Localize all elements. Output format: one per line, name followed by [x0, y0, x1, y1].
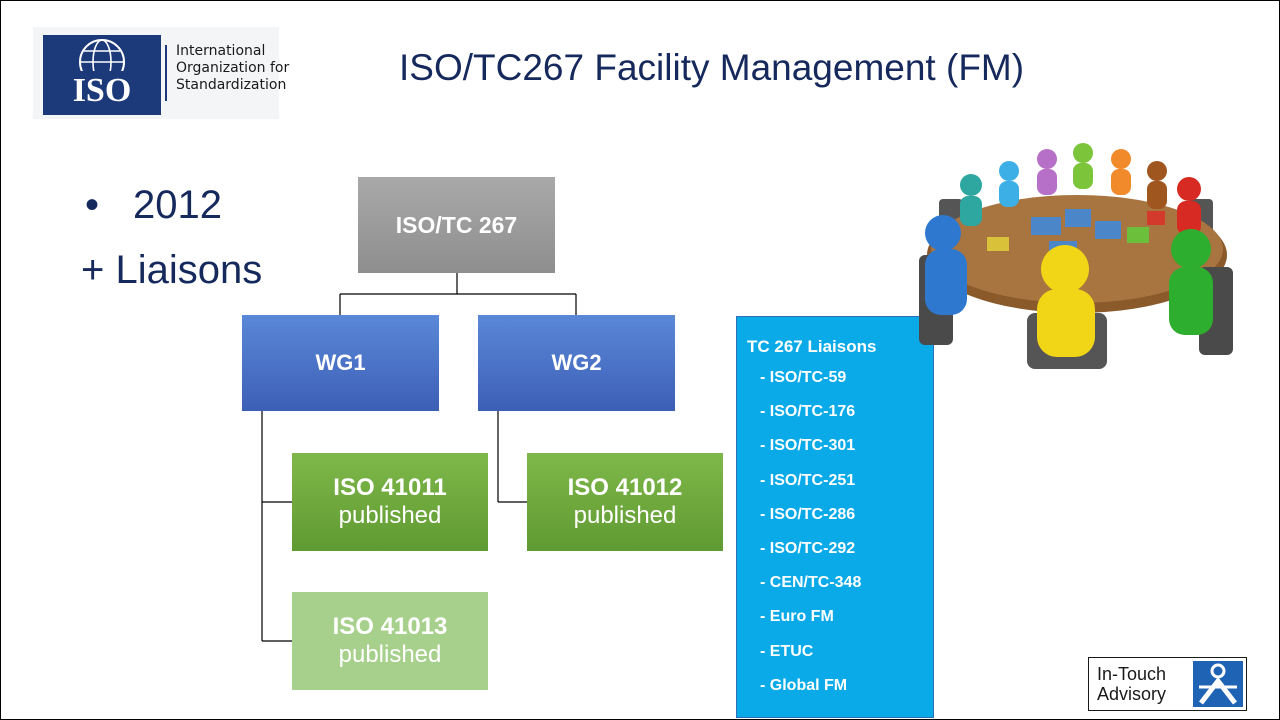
bullet-liaisons: + Liaisons — [81, 248, 263, 292]
iso-41013-status: published — [338, 641, 442, 668]
liaisons-box: TC 267 Liaisons - ISO/TC-59 - ISO/TC-176… — [736, 316, 934, 718]
wg1-label: WG1 — [315, 350, 366, 375]
wg2-box: WG2 — [478, 315, 675, 411]
bullet-symbol: • — [85, 183, 100, 227]
liaison-item: - ETUC — [760, 642, 814, 660]
advisory-figure-icon — [1193, 661, 1243, 707]
iso-41012-box: ISO 41012 published — [527, 453, 723, 551]
liaison-item: - ISO/TC-59 — [760, 369, 847, 386]
iso-41011-code: ISO 41011 — [333, 474, 447, 501]
wg2-label: WG2 — [551, 350, 602, 375]
iso-41012-code: ISO 41012 — [567, 474, 683, 501]
liaisons-heading: TC 267 Liaisons — [747, 337, 877, 356]
liaison-item: - Global FM — [760, 676, 848, 694]
bullet-year: • 2012 — [85, 183, 222, 228]
liaison-item: - ISO/TC-292 — [760, 539, 856, 557]
logo-line-3: Standardization — [176, 77, 287, 93]
liaisons-list: - ISO/TC-59 - ISO/TC-176 - ISO/TC-301 - … — [760, 369, 861, 711]
logo-text: International Organization for Standardi… — [176, 43, 289, 94]
badge-text: In-Touch Advisory — [1097, 664, 1166, 704]
liaison-item: - ISO/TC-251 — [760, 471, 856, 489]
liaison-item: - CEN/TC-348 — [760, 574, 862, 592]
badge-line-2: Advisory — [1097, 684, 1167, 704]
meeting-table-illustration — [919, 143, 1233, 369]
bullet-year-text: 2012 — [133, 183, 222, 227]
liaison-item: - ISO/TC-301 — [760, 437, 856, 455]
logo-line-2: Organization for — [176, 60, 290, 76]
iso-41011-status: published — [338, 502, 442, 529]
tc267-box: ISO/TC 267 — [358, 177, 555, 273]
in-touch-advisory-badge: In-Touch Advisory — [1088, 657, 1247, 711]
wg1-box: WG1 — [242, 315, 439, 411]
iso-41013-code: ISO 41013 — [332, 613, 448, 640]
iso-41011-box: ISO 41011 published — [292, 453, 488, 551]
slide-title: ISO/TC267 Facility Management (FM) — [399, 47, 1025, 88]
logo-line-1: International — [176, 43, 266, 59]
tc267-label: ISO/TC 267 — [395, 211, 518, 238]
liaison-item: - ISO/TC-286 — [760, 505, 856, 523]
iso-globe-icon: ISO — [43, 35, 161, 115]
iso-41013-box: ISO 41013 published — [292, 592, 488, 690]
iso-41012-status: published — [573, 502, 677, 529]
liaison-item: - ISO/TC-176 — [760, 403, 856, 421]
iso-logo: ISO International Organization for Stand… — [33, 27, 289, 119]
liaison-item: - Euro FM — [760, 608, 834, 626]
logo-divider — [165, 45, 167, 101]
iso-mark-text: ISO — [73, 72, 132, 109]
badge-line-1: In-Touch — [1097, 664, 1167, 684]
